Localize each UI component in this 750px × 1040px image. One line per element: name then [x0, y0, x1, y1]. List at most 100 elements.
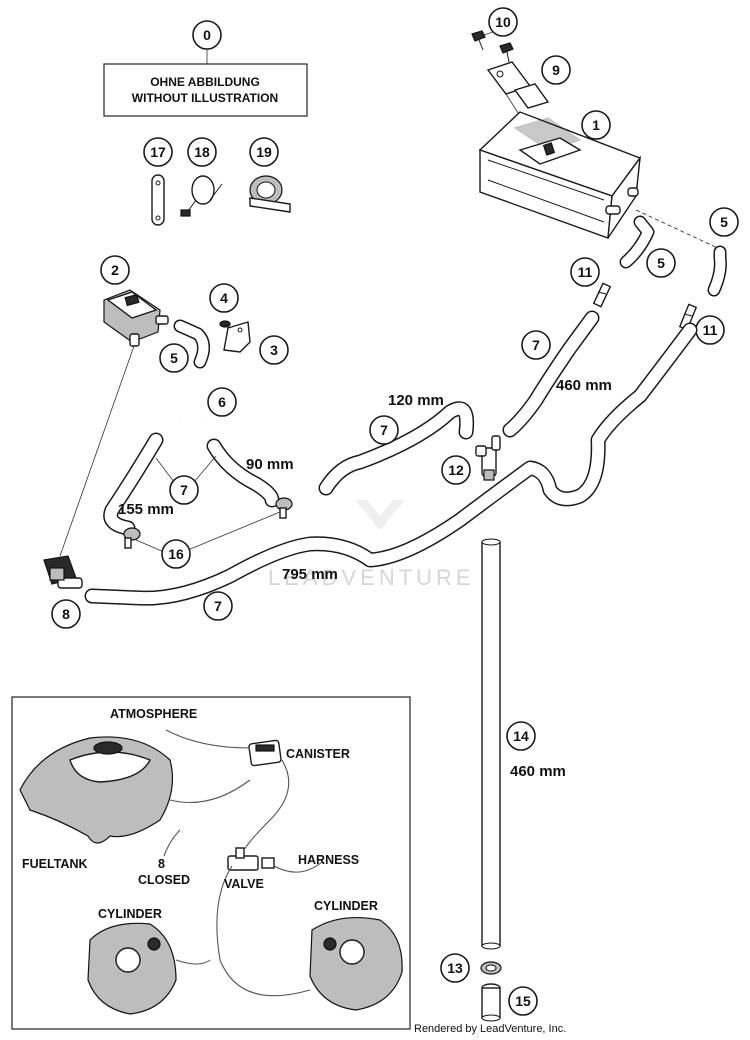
svg-text:7: 7	[214, 598, 222, 614]
callout-1[interactable]: 1	[581, 110, 611, 140]
callout-16[interactable]: 16	[161, 539, 191, 569]
callout-3[interactable]: 3	[259, 335, 289, 365]
line-cylinder-left	[175, 959, 211, 965]
hose-7-460mm	[502, 310, 600, 438]
svg-text:11: 11	[578, 264, 593, 280]
svg-text:13: 13	[447, 960, 463, 976]
svg-text:19: 19	[256, 144, 272, 160]
svg-text:7: 7	[532, 337, 540, 353]
svg-text:5: 5	[170, 350, 178, 366]
hose-7-155mm	[103, 432, 164, 536]
hose-5-left-group	[173, 319, 210, 369]
strap-17-icon	[151, 174, 165, 226]
callout-8[interactable]: 8	[51, 599, 81, 629]
valve-schematic-icon	[227, 847, 275, 871]
callout-9[interactable]: 9	[541, 55, 571, 85]
callout-5-left[interactable]: 5	[159, 343, 189, 373]
dimension-155mm: 155 mm	[118, 501, 174, 518]
callout-5-top-right[interactable]: 5	[709, 207, 739, 237]
hose-5-left	[619, 215, 655, 269]
callout-14[interactable]: 14	[506, 721, 536, 751]
callout-0[interactable]: 0	[192, 20, 222, 50]
line-valve-cylinder	[216, 865, 311, 997]
line-tank-canister	[169, 779, 251, 803]
dashed-leader-canister	[635, 209, 723, 251]
callout-17[interactable]: 17	[143, 137, 173, 167]
hose-7-90mm	[206, 438, 280, 508]
callout-19[interactable]: 19	[249, 137, 279, 167]
callout-10[interactable]: 10	[488, 7, 518, 37]
label-cylinder-right: CYLINDER	[314, 899, 378, 913]
tube-14-icon	[481, 538, 501, 950]
label-valve: VALVE	[224, 877, 264, 891]
hose-7-120mm	[318, 401, 475, 496]
t-connector-6-icon	[178, 386, 207, 422]
dimension-795mm: 795 mm	[282, 566, 338, 583]
label-closed-marker: 8	[158, 857, 165, 871]
svg-text:0: 0	[203, 27, 211, 43]
purge-valve-2-icon	[103, 289, 169, 347]
hose-7-795mm	[84, 322, 698, 606]
cylinder-right-icon	[309, 916, 403, 1011]
svg-text:15: 15	[515, 993, 531, 1009]
label-fueltank: FUELTANK	[22, 857, 88, 871]
footer-credit: Rendered by LeadVenture, Inc.	[414, 1023, 566, 1035]
hose-5-right	[707, 245, 727, 297]
label-canister: CANISTER	[286, 747, 350, 761]
label-cylinder-left: CYLINDER	[98, 907, 162, 921]
svg-text:16: 16	[168, 546, 184, 562]
dimension-460mm-tube: 460 mm	[510, 763, 566, 780]
svg-text:1: 1	[592, 117, 600, 133]
label-closed: CLOSED	[138, 873, 190, 887]
label-harness: HARNESS	[298, 853, 359, 867]
callout-7-upper-right[interactable]: 7	[521, 330, 551, 360]
valve-12-icon	[475, 435, 501, 481]
dimension-90mm: 90 mm	[246, 456, 294, 473]
label-atmosphere: ATMOSPHERE	[110, 707, 197, 721]
svg-text:10: 10	[495, 14, 511, 30]
callout-15[interactable]: 15	[508, 986, 538, 1016]
svg-text:11: 11	[703, 322, 718, 338]
cylinder-left-icon	[87, 922, 177, 1015]
cable-tie-18-icon	[180, 175, 223, 217]
svg-text:5: 5	[720, 214, 728, 230]
svg-text:14: 14	[513, 728, 529, 744]
dimension-460mm-upper: 460 mm	[556, 377, 612, 394]
screw-10-icon	[471, 30, 514, 63]
note-box-without-illustration: OHNE ABBILDUNG WITHOUT ILLUSTRATION	[103, 63, 308, 117]
bracket-9-icon	[486, 61, 550, 109]
hose-clamp-19-icon	[249, 175, 291, 213]
callout-7-bottom[interactable]: 7	[203, 591, 233, 621]
clamp-16-left-icon	[123, 527, 141, 549]
line-canister-valve	[243, 759, 290, 851]
note-line-1: OHNE ABBILDUNG	[150, 75, 260, 89]
callout-6[interactable]: 6	[207, 387, 237, 417]
connector-11-left-icon	[592, 282, 612, 308]
svg-text:7: 7	[180, 482, 188, 498]
line-closed	[163, 829, 181, 857]
note-line-2: WITHOUT ILLUSTRATION	[132, 91, 278, 105]
callout-12[interactable]: 12	[441, 455, 471, 485]
callout-2[interactable]: 2	[100, 255, 130, 285]
svg-text:2: 2	[111, 262, 119, 278]
clamp-16-right-icon	[275, 497, 293, 519]
svg-text:7: 7	[380, 422, 388, 438]
callout-7-left[interactable]: 7	[169, 475, 199, 505]
bracket-3-icon	[223, 321, 251, 353]
callout-18[interactable]: 18	[187, 137, 217, 167]
callout-4[interactable]: 4	[209, 283, 239, 313]
callout-7-middle[interactable]: 7	[369, 415, 399, 445]
svg-text:17: 17	[150, 144, 166, 160]
callout-5-right[interactable]: 5	[646, 248, 676, 278]
callout-11-right[interactable]: 11	[695, 315, 725, 345]
clamp-13-icon	[480, 961, 502, 975]
svg-text:12: 12	[448, 462, 464, 478]
canister-1-icon	[478, 111, 642, 239]
svg-text:8: 8	[62, 606, 70, 622]
fuel-tank-icon	[19, 736, 174, 844]
callout-11-left[interactable]: 11	[570, 257, 600, 287]
callout-13[interactable]: 13	[440, 953, 470, 983]
svg-text:18: 18	[194, 144, 210, 160]
svg-text:9: 9	[552, 62, 560, 78]
